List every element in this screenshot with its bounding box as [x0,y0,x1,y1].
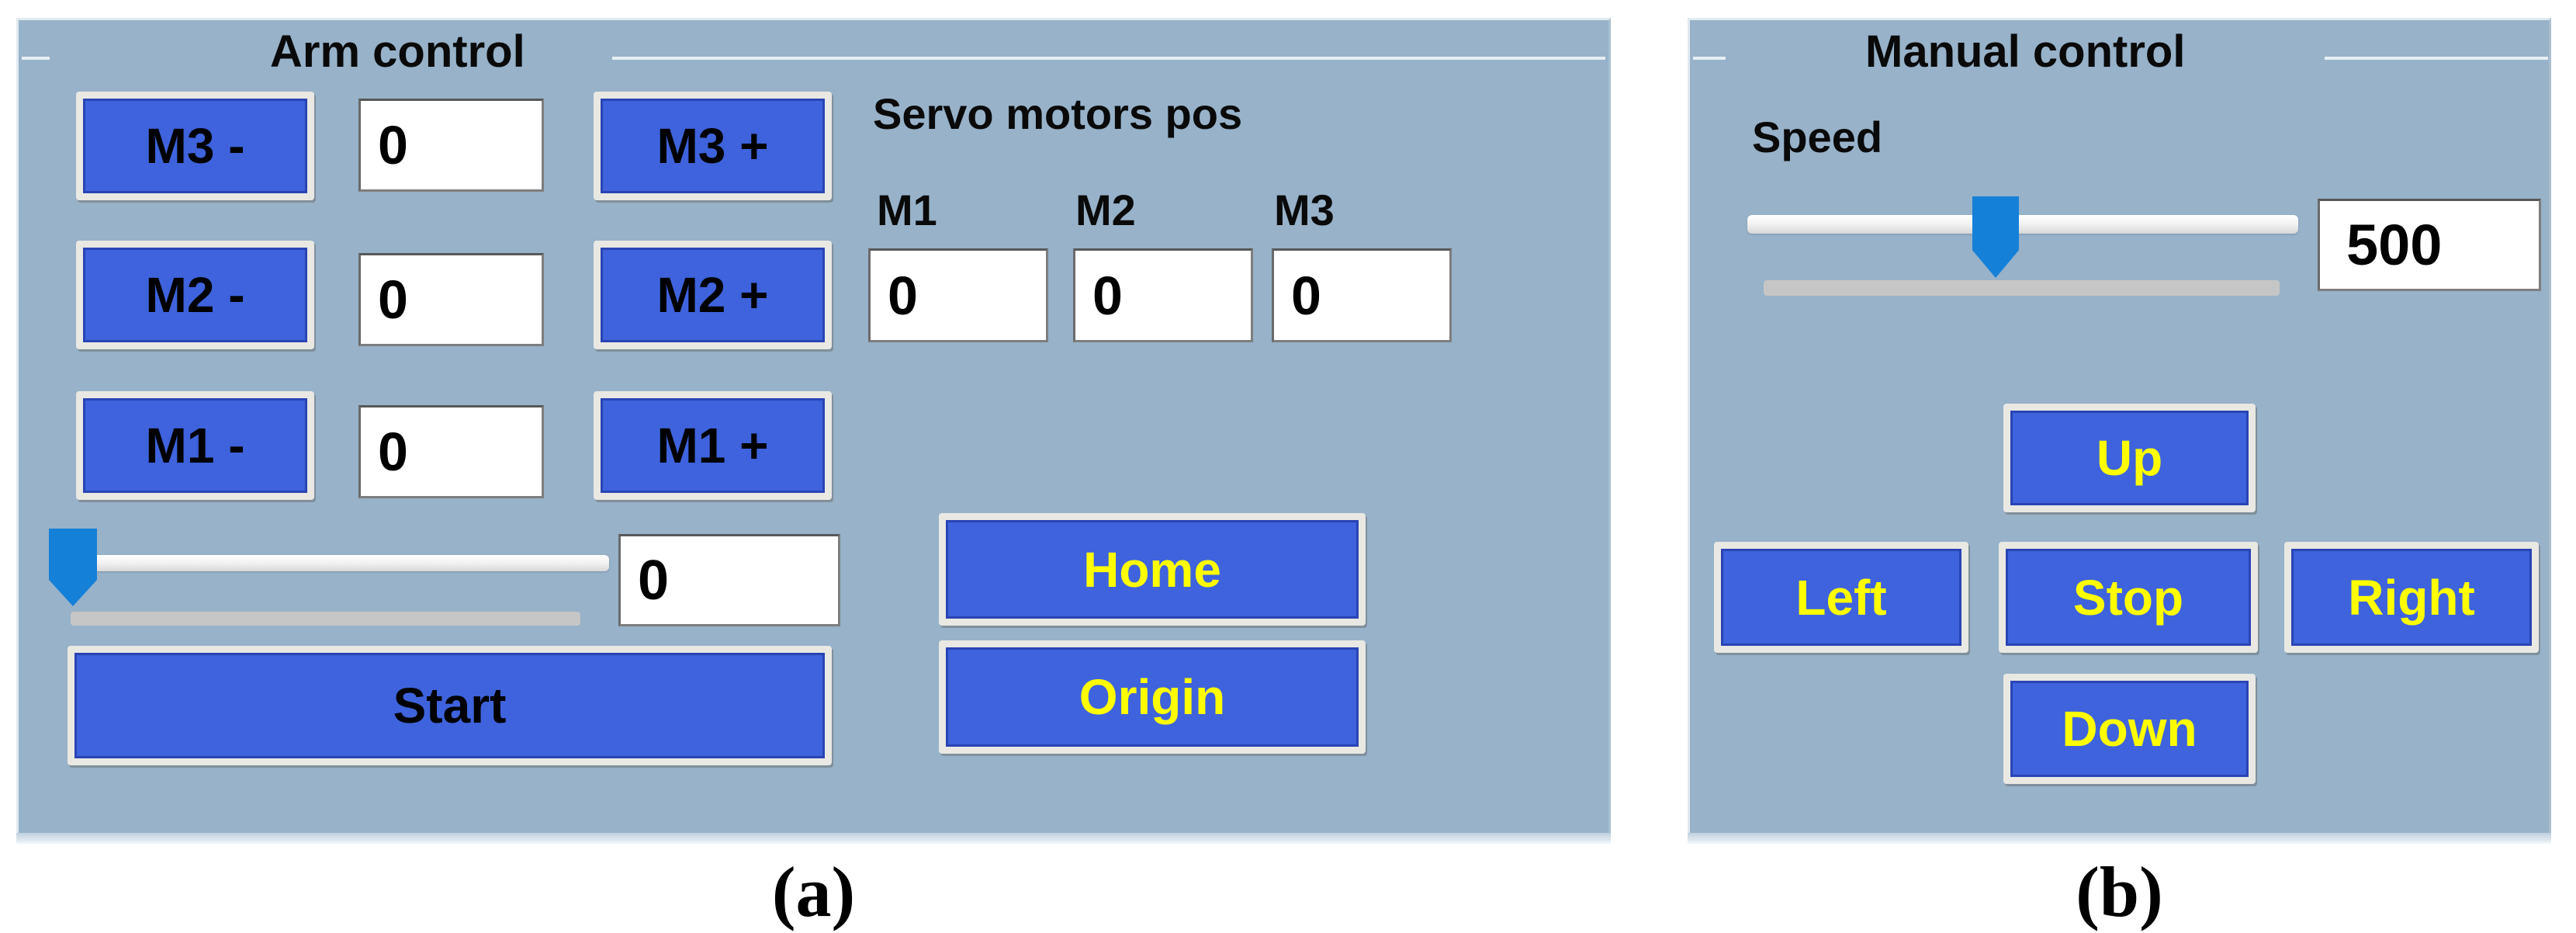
groupbox-border-line [1693,57,1726,60]
servo-m3-position-field[interactable]: 0 [1272,248,1452,342]
servo-m1-position-field[interactable]: 0 [868,248,1048,342]
m1-step-value-field[interactable]: 0 [358,405,544,498]
caption-a: (a) [771,852,856,931]
servo-column-m3-label: M3 [1274,186,1335,234]
start-button[interactable]: Start [68,646,832,765]
manual-panel-title: Manual control [1865,26,2186,77]
m2-plus-button[interactable]: M2 + [594,241,832,349]
stop-button[interactable]: Stop [1999,542,2258,653]
left-button[interactable]: Left [1714,542,1968,653]
right-button[interactable]: Right [2284,542,2539,653]
up-button[interactable]: Up [2003,404,2256,512]
m2-step-value-field[interactable]: 0 [358,253,544,346]
manual-control-panel: Manual control Speed 500 Up Left Stop Ri… [1688,18,2551,844]
m1-plus-button[interactable]: M1 + [594,391,832,500]
groupbox-border-line [2325,57,2548,60]
servo-column-m1-label: M1 [877,186,937,234]
groupbox-border-line [22,57,50,60]
m3-step-value-field[interactable]: 0 [358,99,544,192]
speed-slider-track[interactable] [1747,215,2298,234]
servo-m2-position-field[interactable]: 0 [1073,248,1253,342]
caption-b: (b) [2076,852,2163,931]
arm-control-panel: Arm control M3 - 0 M3 + M2 - 0 M2 + M1 -… [16,18,1611,844]
servo-motors-pos-label: Servo motors pos [873,89,1243,138]
m1-minus-button[interactable]: M1 - [76,391,314,500]
speed-value-field[interactable]: 500 [2318,199,2541,291]
m3-plus-button[interactable]: M3 + [594,92,832,200]
origin-button[interactable]: Origin [939,640,1366,754]
m3-minus-button[interactable]: M3 - [76,92,314,200]
arm-slider-value-field[interactable]: 0 [618,534,840,626]
groupbox-border-line [612,57,1605,60]
m2-minus-button[interactable]: M2 - [76,241,314,349]
speed-label: Speed [1752,113,1883,161]
servo-column-m2-label: M2 [1075,186,1136,234]
arm-slider-track[interactable] [78,555,609,571]
speed-slider-lower-bar [1764,280,2280,296]
home-button[interactable]: Home [939,513,1366,626]
arm-slider-thumb[interactable] [49,529,97,606]
speed-slider-thumb[interactable] [1972,196,2019,278]
down-button[interactable]: Down [2003,674,2256,784]
arm-slider-lower-bar [71,612,580,626]
arm-panel-title: Arm control [270,26,525,77]
